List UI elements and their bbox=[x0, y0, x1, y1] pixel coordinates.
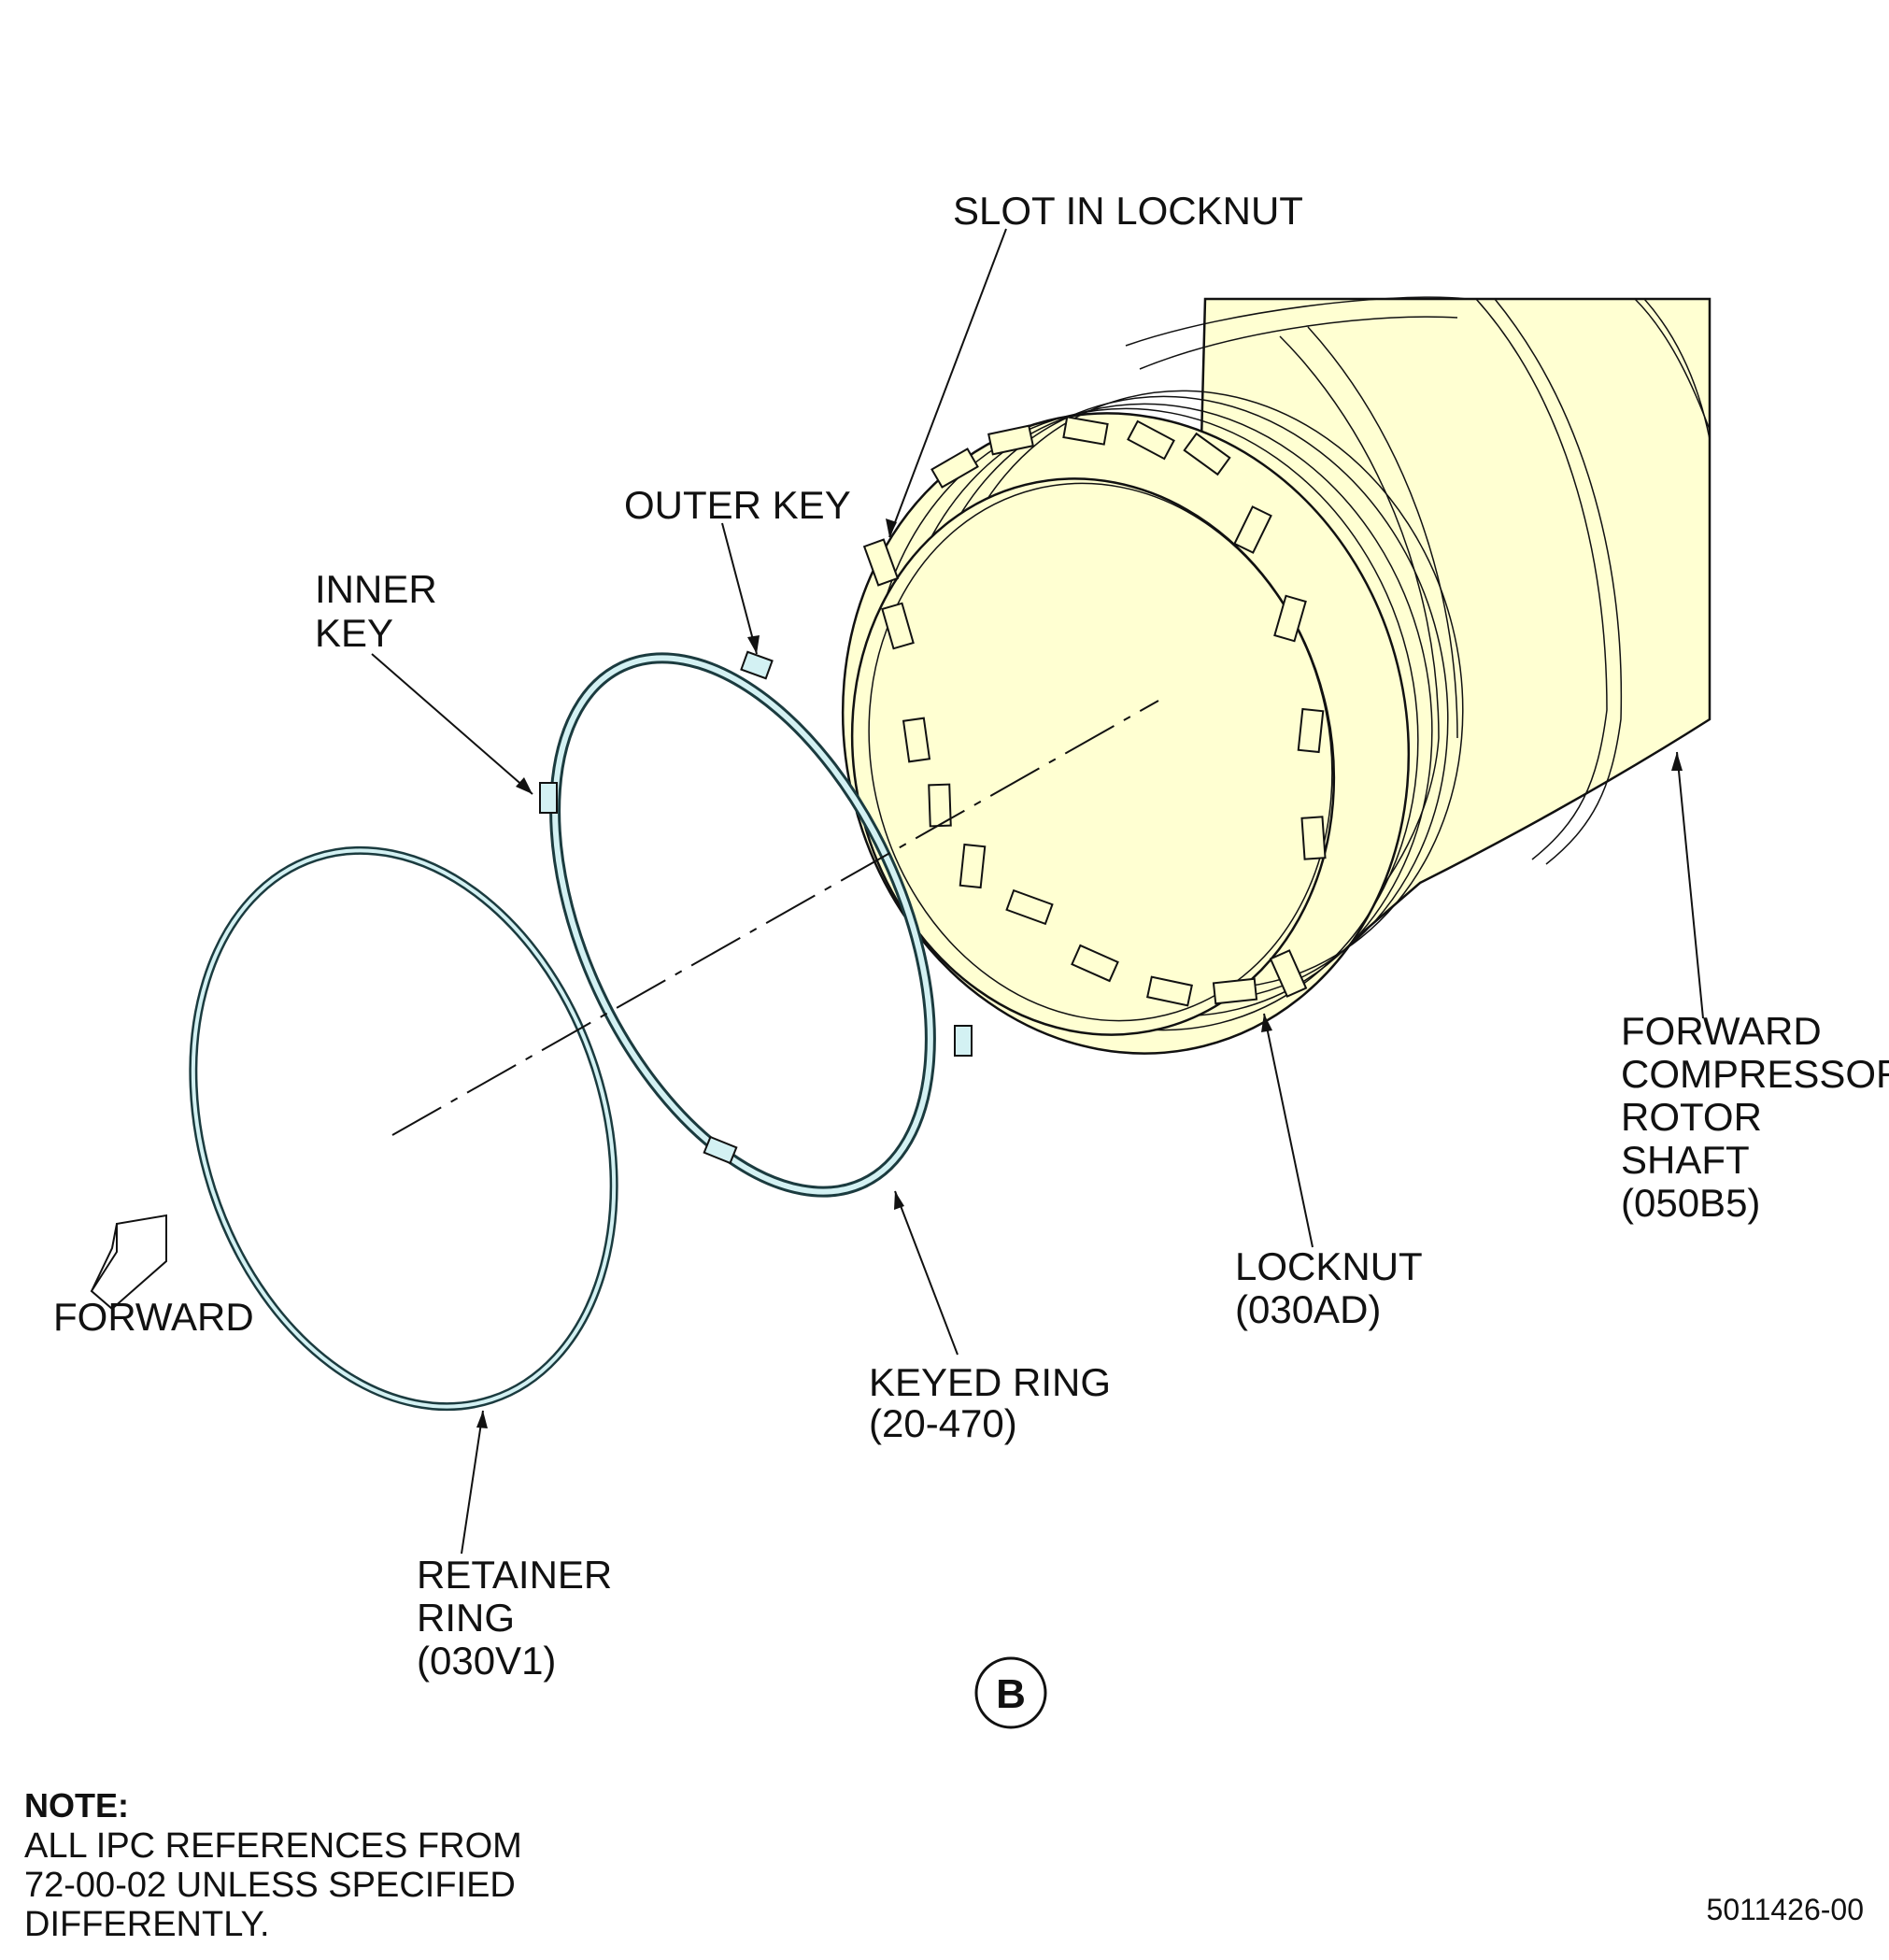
label-retainer-ring-line3: (030V1) bbox=[417, 1639, 556, 1683]
view-indicator: B bbox=[974, 1656, 1047, 1729]
label-forward-arrow: FORWARD bbox=[53, 1295, 254, 1339]
figure-number: 5011426-00 bbox=[1707, 1893, 1864, 1926]
note-heading: NOTE: bbox=[24, 1786, 129, 1825]
label-keyed-ring-line2: (20-470) bbox=[869, 1401, 1017, 1445]
label-inner-key-line2: KEY bbox=[315, 611, 393, 655]
label-forward-shaft-line2: COMPRESSOR bbox=[1621, 1052, 1889, 1096]
note-block: NOTE: ALL IPC REFERENCES FROM 72-00-02 U… bbox=[24, 1786, 522, 1944]
retainer-ring bbox=[189, 845, 618, 1412]
label-forward-shaft-line3: ROTOR bbox=[1621, 1095, 1762, 1139]
label-slot-in-locknut: SLOT IN LOCKNUT bbox=[953, 189, 1303, 233]
note-line2: 72-00-02 UNLESS SPECIFIED bbox=[24, 1866, 516, 1905]
inner-key-tab bbox=[539, 782, 558, 814]
outer-key-tab bbox=[740, 650, 774, 680]
forward-arrow-icon bbox=[90, 1214, 167, 1311]
label-locknut-line1: LOCKNUT bbox=[1235, 1244, 1423, 1288]
keyed-ring bbox=[539, 650, 973, 1198]
leader-lines bbox=[371, 228, 1704, 1555]
center-line bbox=[391, 700, 1159, 1136]
note-line3: DIFFERENTLY. bbox=[24, 1905, 270, 1944]
label-outer-key: OUTER KEY bbox=[624, 483, 851, 527]
label-retainer-ring-line2: RING bbox=[417, 1596, 515, 1640]
label-inner-key-line1: INNER bbox=[315, 567, 437, 611]
label-locknut-line2: (030AD) bbox=[1235, 1287, 1381, 1331]
label-forward-shaft-line4: SHAFT bbox=[1621, 1138, 1750, 1182]
note-line1: ALL IPC REFERENCES FROM bbox=[24, 1826, 522, 1866]
view-letter: B bbox=[996, 1671, 1026, 1717]
locknut-lugs bbox=[862, 416, 1327, 1007]
label-keyed-ring-line1: KEYED RING bbox=[869, 1360, 1111, 1404]
locknut bbox=[841, 390, 1464, 1055]
label-forward-shaft-line1: FORWARD bbox=[1621, 1009, 1822, 1053]
label-forward-shaft-line5: (050B5) bbox=[1621, 1181, 1760, 1225]
label-retainer-ring-line1: RETAINER bbox=[417, 1553, 612, 1597]
